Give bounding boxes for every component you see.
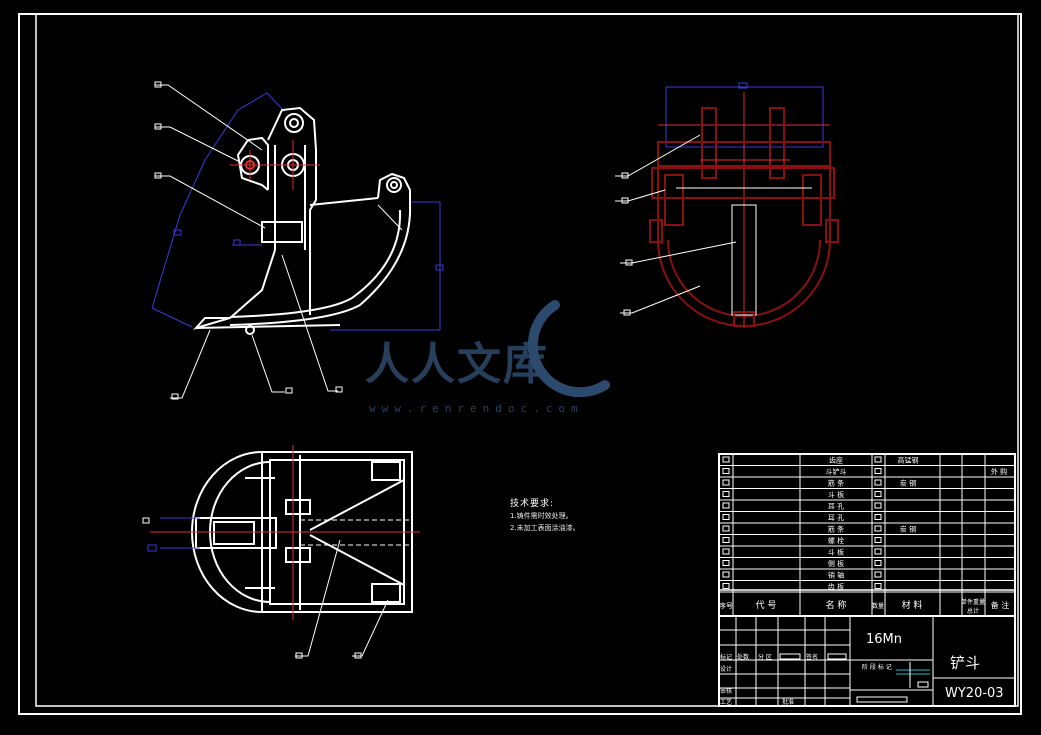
header-seq: 序号 xyxy=(719,601,733,610)
row-qty-box xyxy=(874,514,882,520)
header-name: 名 称 xyxy=(826,599,847,611)
row-index-box xyxy=(722,548,730,555)
front-view xyxy=(615,82,839,328)
row-index-box xyxy=(722,525,730,532)
part-name: 筋 条 xyxy=(828,479,844,488)
part-material: 高锰钢 xyxy=(898,456,919,465)
row-qty-box xyxy=(874,571,882,578)
header-material: 材 料 xyxy=(902,599,923,611)
side-view xyxy=(151,81,444,400)
drawing-number: WY20-03 xyxy=(945,686,1004,701)
header-remark: 备 注 xyxy=(991,600,1010,610)
note-1: 1.铸件需时效处理。 xyxy=(510,512,573,520)
part-name: 耳 孔 xyxy=(828,514,844,522)
row-qty-box xyxy=(874,583,882,589)
part-name: 斗铲斗 xyxy=(826,467,847,476)
top-view xyxy=(142,445,420,659)
row-index-box xyxy=(722,502,730,509)
part-name: 斗 板 xyxy=(828,548,844,557)
label-count: 处数 xyxy=(737,653,749,661)
label-zone: 分 区 xyxy=(758,653,772,661)
part-name: 侧 板 xyxy=(828,559,844,568)
part-name: 齿座 xyxy=(829,456,843,465)
label-process: 工艺 xyxy=(720,698,732,706)
label-approve: 批准 xyxy=(782,698,794,706)
part-name: 齿 板 xyxy=(828,582,844,591)
row-qty-box xyxy=(874,548,882,555)
part-name: 螺 栓 xyxy=(828,536,844,545)
parts-list-grid xyxy=(719,456,1015,593)
row-index-box xyxy=(722,560,730,566)
technical-notes: 技术要求: 1.铸件需时效处理。 2.未加工表面涂油漆。 xyxy=(510,498,690,534)
label-sign: 签名 xyxy=(806,653,818,661)
part-material: 炭 钢 xyxy=(900,479,916,488)
row-index-box xyxy=(722,491,730,497)
row-index-box xyxy=(722,514,730,520)
note-2: 2.未加工表面涂油漆。 xyxy=(510,524,580,532)
part-name: 耳 孔 xyxy=(828,503,844,511)
title-block-text: 齿座高锰钢斗铲斗外 购筋 条炭 钢斗 板耳 孔耳 孔筋 条炭 钢螺 栓斗 板侧 … xyxy=(719,456,1009,707)
part-name: 斗 板 xyxy=(828,490,844,499)
title-block xyxy=(718,453,1016,707)
header-total-weight: 总计 xyxy=(967,607,979,615)
row-qty-box xyxy=(874,479,882,486)
part-name: 销 轴 xyxy=(828,571,844,580)
label-stage: 阶 段 标 记 xyxy=(862,663,892,671)
label-mark: 标记 xyxy=(720,653,732,661)
part-remark: 外 购 xyxy=(991,467,1007,476)
inner-border xyxy=(35,13,1019,707)
label-check: 审核 xyxy=(720,687,732,695)
row-qty-box xyxy=(874,525,882,532)
row-qty-box xyxy=(874,491,882,497)
header-qty: 数量 xyxy=(872,602,884,610)
part-name: 筋 条 xyxy=(828,525,844,534)
header-code: 代 号 xyxy=(756,600,777,611)
row-qty-box xyxy=(874,537,882,543)
row-index-box xyxy=(722,479,730,486)
row-index-box xyxy=(722,468,730,474)
label-design: 设计 xyxy=(720,665,732,673)
row-index-box xyxy=(722,583,730,589)
row-qty-box xyxy=(874,560,882,566)
material-value: 16Mn xyxy=(866,632,902,647)
row-index-box xyxy=(722,537,730,543)
notes-heading: 技术要求: xyxy=(510,499,555,509)
row-qty-box xyxy=(874,468,882,474)
outer-border xyxy=(18,13,1022,715)
row-index-box xyxy=(722,571,730,578)
row-index-box xyxy=(722,456,730,463)
header-unit-weight: 单件重量 xyxy=(961,598,985,606)
part-name-title: 铲斗 xyxy=(950,654,980,672)
row-qty-box xyxy=(874,456,882,463)
part-material: 炭 钢 xyxy=(900,525,916,534)
row-qty-box xyxy=(874,502,882,509)
